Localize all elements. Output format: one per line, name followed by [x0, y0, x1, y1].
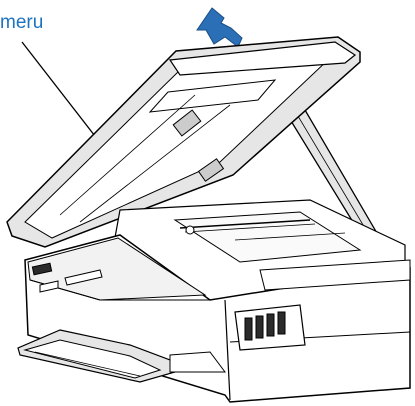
scanner-cover	[6, 36, 361, 248]
lift-direction-arrow-icon	[196, 7, 243, 48]
ink-cartridge-bay	[234, 304, 306, 351]
callout-label: meru	[0, 12, 44, 33]
paper-tray	[17, 329, 226, 383]
